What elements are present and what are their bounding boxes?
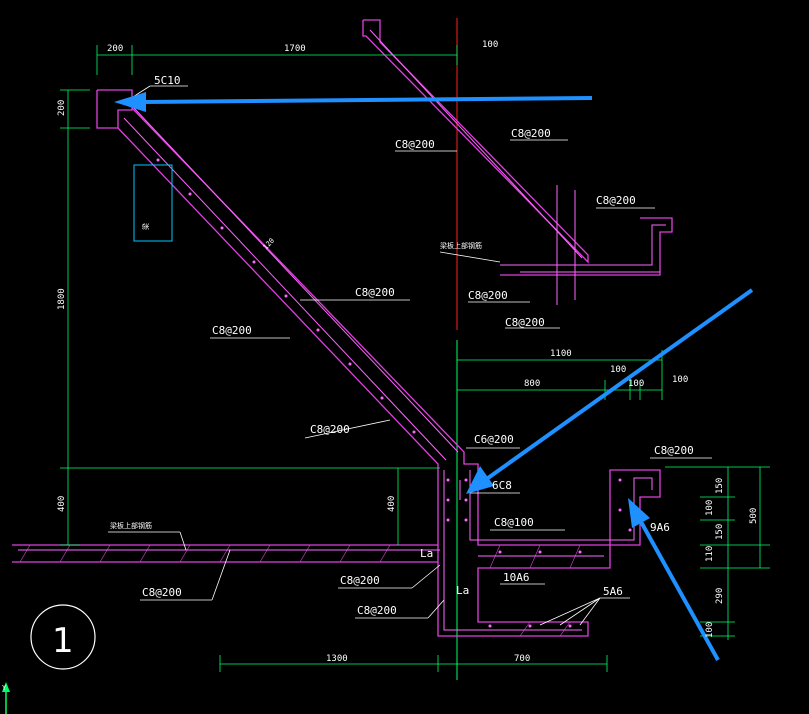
label-c8-100: C8@100 [494, 516, 534, 529]
section-number: 1 [52, 621, 74, 661]
dim-left-400: 400 [57, 496, 67, 512]
note-box: 梁 [141, 223, 150, 230]
label-10a6: 10A6 [503, 571, 530, 584]
label-120: 120 [262, 237, 276, 252]
label-c8-lower-2: C8@200 [357, 604, 397, 617]
concrete-outline [12, 19, 673, 637]
note-left: 梁板上部钢筋 [110, 521, 152, 530]
label-upper-c8-5: C8@200 [505, 316, 545, 329]
dim-rv-150b: 150 [715, 524, 725, 540]
label-la-2: La [456, 584, 469, 597]
dim-top-100: 100 [482, 40, 498, 50]
arrow-mid-head [466, 466, 494, 494]
dim-rv-290: 290 [715, 588, 725, 604]
arrow-right [638, 519, 720, 661]
arrow-top-head [114, 92, 146, 112]
dim-top-200: 200 [107, 44, 123, 54]
dim-top-1700: 1700 [284, 44, 306, 54]
label-right-c8-200: C8@200 [654, 444, 694, 457]
dim-r-800: 800 [524, 379, 540, 389]
dim-mid-400: 400 [387, 496, 397, 512]
dim-rv-100: 100 [705, 500, 715, 516]
label-c8-lower-1: C8@200 [340, 574, 380, 587]
dim-bottom-1300: 1300 [326, 654, 348, 664]
dim-rv-100b: 100 [705, 622, 715, 638]
label-5a6: 5A6 [603, 585, 623, 598]
dim-rv-150a: 150 [715, 478, 725, 494]
ucs-axis-label: Y [2, 684, 7, 692]
annotation-arrows [114, 92, 754, 661]
dim-left-1800: 1800 [57, 288, 67, 310]
dim-rv-500: 500 [749, 508, 759, 524]
dim-r-1100: 1100 [550, 349, 572, 359]
note-upper: 梁板上部钢筋 [440, 241, 482, 250]
rebar-dots [156, 158, 632, 628]
label-upper-c8-3: C8@200 [596, 194, 636, 207]
cyan-box [133, 164, 173, 242]
label-upper-c8-2: C8@200 [511, 127, 551, 140]
ucs-icon [2, 682, 10, 714]
label-left-c8: C8@200 [142, 586, 182, 599]
label-upper-c8-4: C8@200 [468, 289, 508, 302]
label-c6-200: C6@200 [474, 433, 514, 446]
label-6c8: 6C8 [492, 479, 512, 492]
label-upper-c8-1: C8@200 [395, 138, 435, 151]
leader-lines [108, 85, 712, 626]
section-circle [30, 604, 96, 670]
arrow-right-head [628, 498, 650, 528]
dim-left-200: 200 [57, 100, 67, 116]
label-slab-c8-1: C8@200 [355, 286, 395, 299]
dimension-lines [60, 45, 770, 672]
rebar-lines [18, 29, 666, 631]
dim-r-100b: 100 [628, 379, 644, 389]
label-la-1: La [420, 547, 433, 560]
label-9a6: 9A6 [650, 521, 670, 534]
dim-r-100c: 100 [672, 375, 688, 385]
arrow-top [141, 96, 593, 104]
arrow-mid [486, 288, 754, 480]
label-slab-c8-3: C8@200 [310, 423, 350, 436]
label-5c10: 5C10 [154, 74, 181, 87]
dim-bottom-700: 700 [514, 654, 530, 664]
dim-r-100a: 100 [610, 365, 626, 375]
label-slab-c8-2: C8@200 [212, 324, 252, 337]
dim-rv-110: 110 [705, 546, 715, 562]
